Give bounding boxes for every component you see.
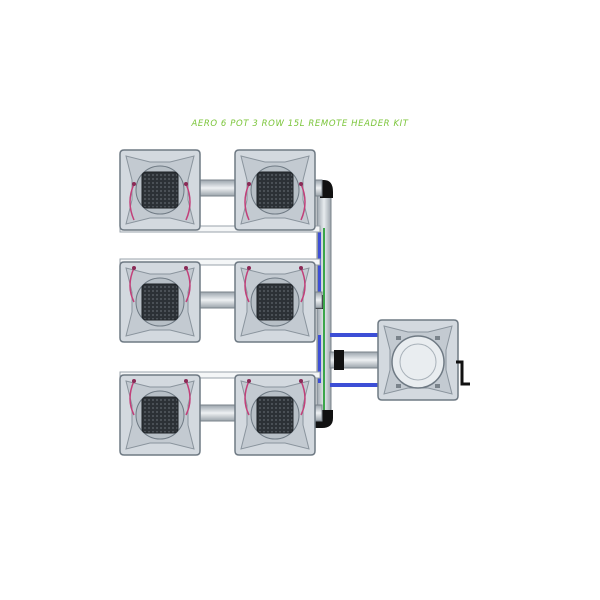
row3-rail: [119, 371, 321, 379]
pot-link-tube-row1: [195, 179, 239, 197]
remote-header-tank: [377, 319, 459, 401]
pot-row2-left: [119, 261, 201, 343]
pot-link-tube-row3: [195, 404, 239, 422]
pump-cable: [456, 360, 470, 386]
pot-row3-left: [119, 374, 201, 456]
pot-row1-right: [234, 149, 316, 231]
header-pipe-clip: [334, 350, 344, 370]
kit-title: AERO 6 POT 3 ROW 15L REMOTE HEADER KIT: [191, 119, 409, 129]
row2-rail: [119, 258, 321, 266]
pot-link-tube-row2: [195, 291, 239, 309]
blue-feed-segment: [318, 335, 321, 383]
pot-row3-right: [234, 374, 316, 456]
pot-row2-right: [234, 261, 316, 343]
pot-row1-left: [119, 149, 201, 231]
